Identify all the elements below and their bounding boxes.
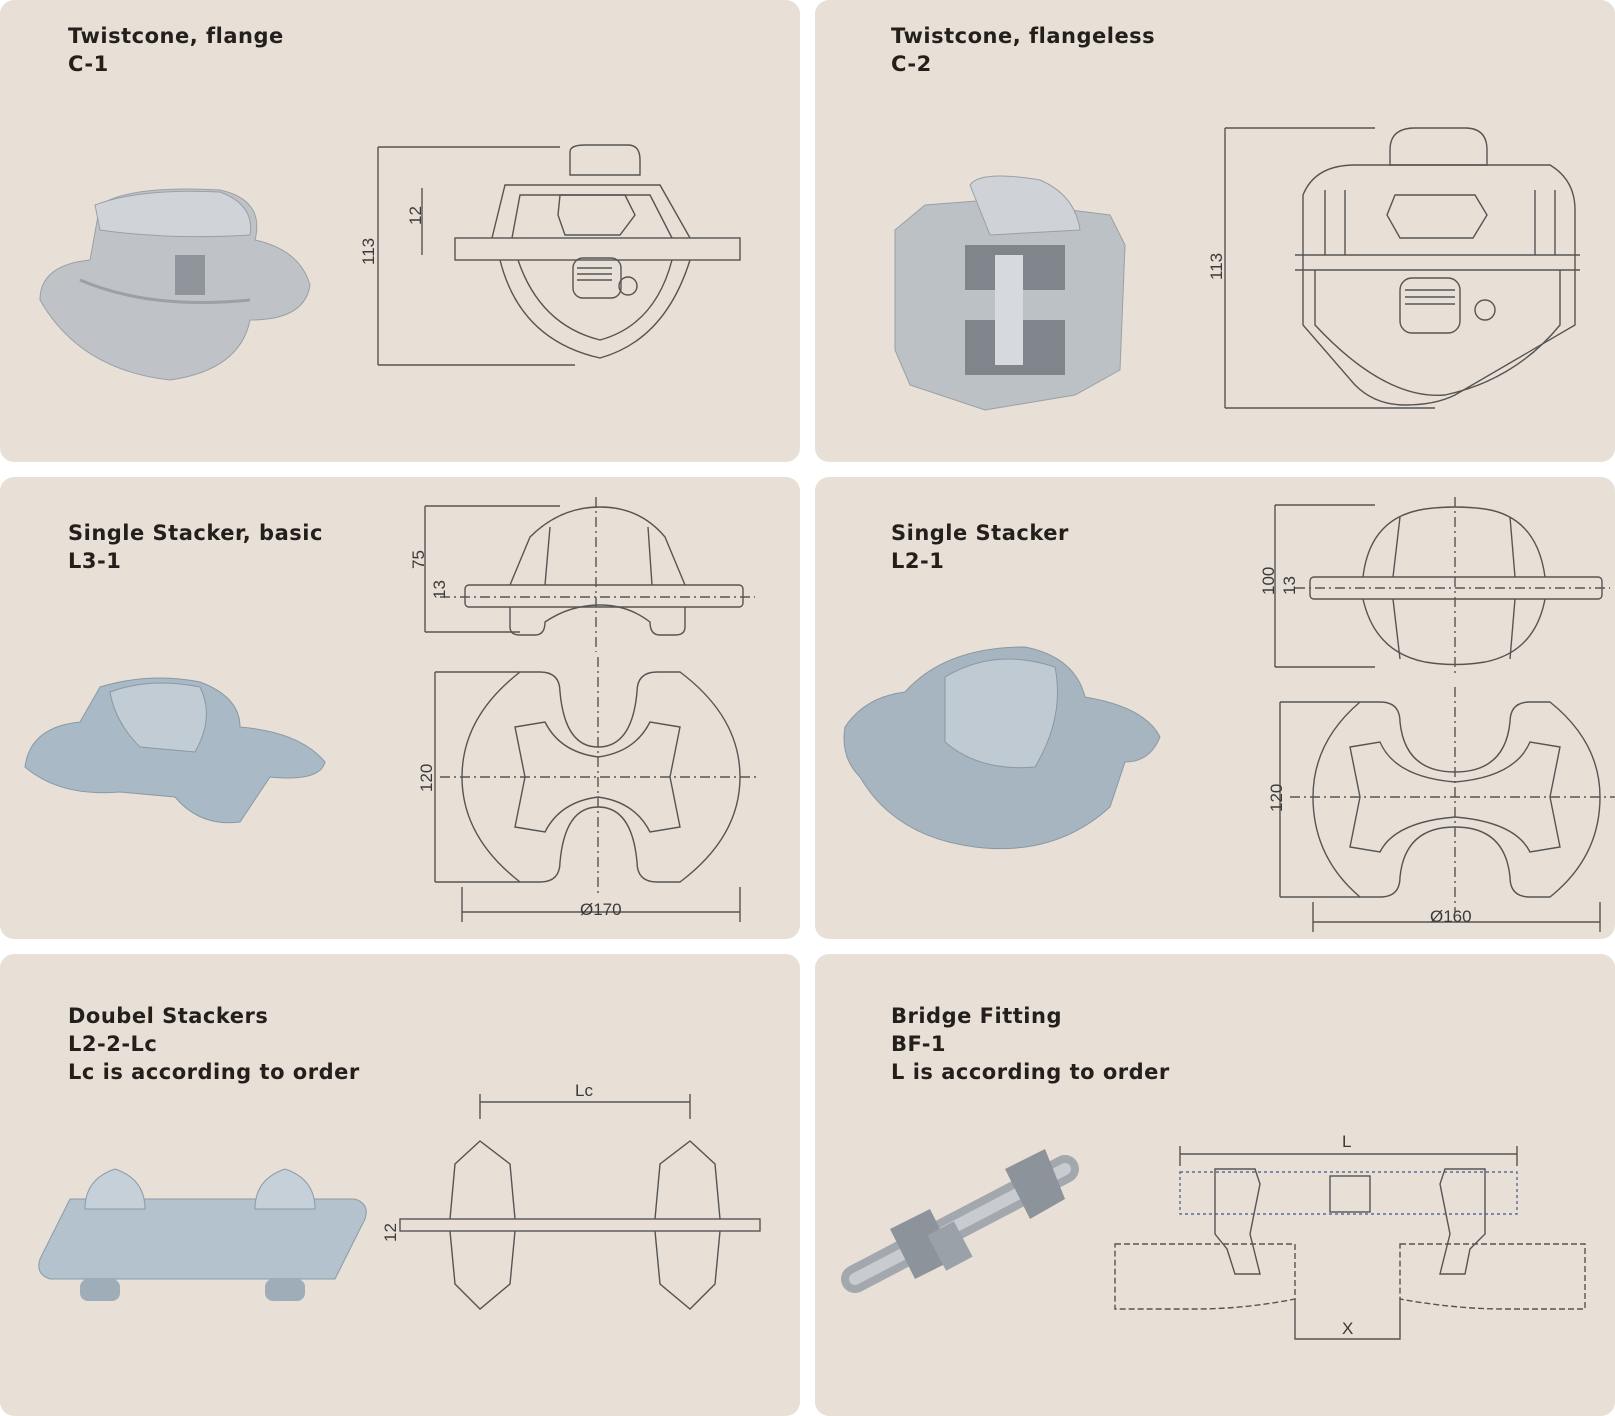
l21-illustration: 100 13 120 Ø160 bbox=[843, 497, 1615, 932]
c2-illustration: 113 bbox=[894, 127, 1580, 411]
l21-height-label: 100 bbox=[1259, 567, 1278, 595]
l21-width-label: 120 bbox=[1267, 784, 1286, 812]
product-title-block: Bridge Fitting BF-1 L is according to or… bbox=[891, 1002, 1170, 1086]
product-name: Single Stacker bbox=[891, 521, 1069, 545]
bf1-gap-label: X bbox=[1342, 1319, 1353, 1338]
l21-plan-drawing bbox=[1279, 687, 1615, 932]
product-code: C-2 bbox=[891, 52, 932, 76]
l31-width-label: 120 bbox=[417, 764, 436, 792]
product-title-block: Doubel Stackers L2-2-Lc Lc is according … bbox=[68, 1002, 360, 1086]
l31-plan-drawing bbox=[434, 657, 760, 922]
product-code: L3-1 bbox=[68, 549, 122, 573]
product-panel-c2: Twistcone, flangeless C-2 113 113 bbox=[815, 0, 1615, 462]
product-name: Doubel Stackers bbox=[68, 1004, 269, 1028]
product-code: BF-1 bbox=[891, 1032, 947, 1056]
product-code: C-1 bbox=[68, 52, 109, 76]
l21-flange-label: 13 bbox=[1280, 576, 1299, 595]
product-title-block: Single Stacker L2-1 bbox=[891, 519, 1069, 575]
c1-illustration: 113 12 bbox=[39, 144, 741, 381]
l21-diameter-label: Ø160 bbox=[1430, 907, 1472, 926]
product-code: L2-1 bbox=[891, 549, 945, 573]
product-panel-c1: Twistcone, flange C-1 113 12 113 bbox=[0, 0, 800, 462]
product-panel-l21: Single Stacker L2-1 100 13 120 Ø160 bbox=[815, 477, 1615, 939]
product-name: Twistcone, flange bbox=[68, 24, 284, 48]
l21-product-photo bbox=[843, 646, 1161, 850]
product-title-block: Twistcone, flange C-1 bbox=[68, 22, 284, 78]
product-name: Twistcone, flangeless bbox=[891, 24, 1156, 48]
product-panel-l22: Doubel Stackers L2-2-Lc Lc is according … bbox=[0, 954, 800, 1416]
product-name: Single Stacker, basic bbox=[68, 521, 323, 545]
product-note: L is according to order bbox=[891, 1060, 1170, 1084]
l22-length-label: Lc bbox=[575, 1081, 593, 1100]
product-title-block: Twistcone, flangeless C-2 bbox=[891, 22, 1155, 78]
product-name: Bridge Fitting bbox=[891, 1004, 1062, 1028]
c2-drawing bbox=[1224, 127, 1580, 409]
bf1-length-label: L bbox=[1342, 1132, 1351, 1151]
bf1-product-photo bbox=[841, 1149, 1079, 1293]
product-panel-l31: Single Stacker, basic L3-1 75 13 120 Ø1 bbox=[0, 477, 800, 939]
l31-diameter-label: Ø170 bbox=[580, 900, 622, 919]
l22-flange-label: 12 bbox=[381, 1223, 400, 1242]
l31-height-label: 75 bbox=[409, 550, 428, 569]
c1-drawing bbox=[377, 144, 741, 366]
l31-flange-label: 13 bbox=[430, 580, 449, 599]
c1-height-label: 113 bbox=[359, 238, 378, 265]
product-title-block: Single Stacker, basic L3-1 bbox=[68, 519, 323, 575]
bf1-drawing bbox=[1114, 1146, 1586, 1340]
product-panel-bf1: Bridge Fitting BF-1 L is according to or… bbox=[815, 954, 1615, 1416]
bf1-illustration: L X bbox=[841, 1132, 1586, 1340]
l21-side-drawing bbox=[1274, 497, 1610, 677]
c1-flange-label: 12 bbox=[406, 206, 425, 225]
product-note: Lc is according to order bbox=[68, 1060, 360, 1084]
l31-side-drawing bbox=[424, 497, 755, 652]
l31-product-photo bbox=[24, 677, 326, 824]
l31-illustration: 75 13 120 Ø170 bbox=[24, 497, 760, 922]
c1-product-photo bbox=[39, 188, 311, 381]
l22-product-photo bbox=[38, 1168, 367, 1301]
l22-drawing bbox=[399, 1094, 761, 1310]
c2-height-label: 113 bbox=[1207, 253, 1226, 280]
c2-product-photo bbox=[894, 175, 1126, 411]
l22-illustration: Lc 12 bbox=[38, 1081, 761, 1310]
product-code: L2-2-Lc bbox=[68, 1032, 158, 1056]
